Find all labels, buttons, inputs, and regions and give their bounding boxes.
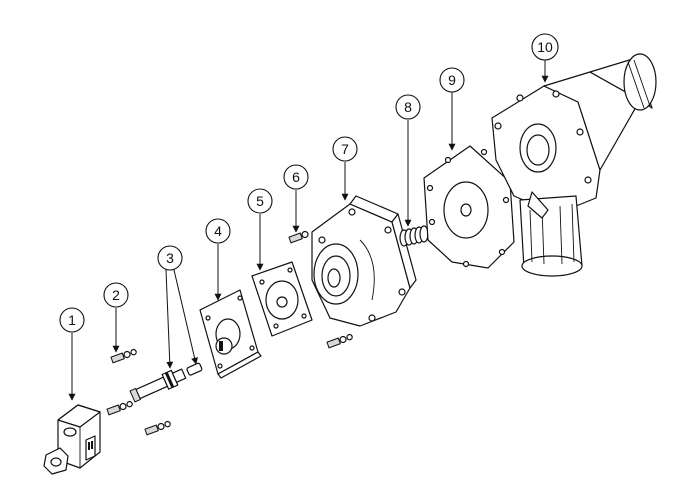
- callout-5: 5: [247, 188, 273, 214]
- part-9-diaphragm: [423, 145, 515, 269]
- callout-4-label: 4: [214, 223, 222, 239]
- part-10-valve-body: [491, 53, 657, 277]
- callout-1: 1: [59, 307, 85, 333]
- part-4-cover-plate: [199, 289, 262, 379]
- callout-1-label: 1: [68, 312, 76, 328]
- callout-10-label: 10: [537, 39, 553, 55]
- callout-7-label: 7: [341, 141, 349, 157]
- callout-3-label: 3: [166, 250, 174, 266]
- part-2-screws: [106, 348, 171, 436]
- part-7-bonnet: [311, 195, 417, 327]
- callout-6-label: 6: [292, 169, 300, 185]
- callout-2-label: 2: [112, 287, 120, 303]
- callout-5-label: 5: [256, 193, 264, 209]
- callout-9: 9: [439, 67, 465, 93]
- callout-10: 10: [531, 33, 559, 61]
- leader-lines: [68, 60, 549, 401]
- callout-7: 7: [332, 136, 358, 162]
- callout-8-label: 8: [404, 99, 412, 115]
- callout-3: 3: [157, 245, 183, 271]
- part-6-screws: [288, 230, 353, 349]
- callout-9-label: 9: [448, 72, 456, 88]
- part-3-plunger-assembly: [129, 362, 203, 403]
- part-5-gasket: [251, 261, 313, 337]
- part-8-spring: [399, 225, 429, 247]
- callout-4: 4: [205, 218, 231, 244]
- callout-8: 8: [395, 94, 421, 120]
- part-1-solenoid-coil: [43, 404, 101, 475]
- callout-6: 6: [283, 164, 309, 190]
- callout-2: 2: [103, 282, 129, 308]
